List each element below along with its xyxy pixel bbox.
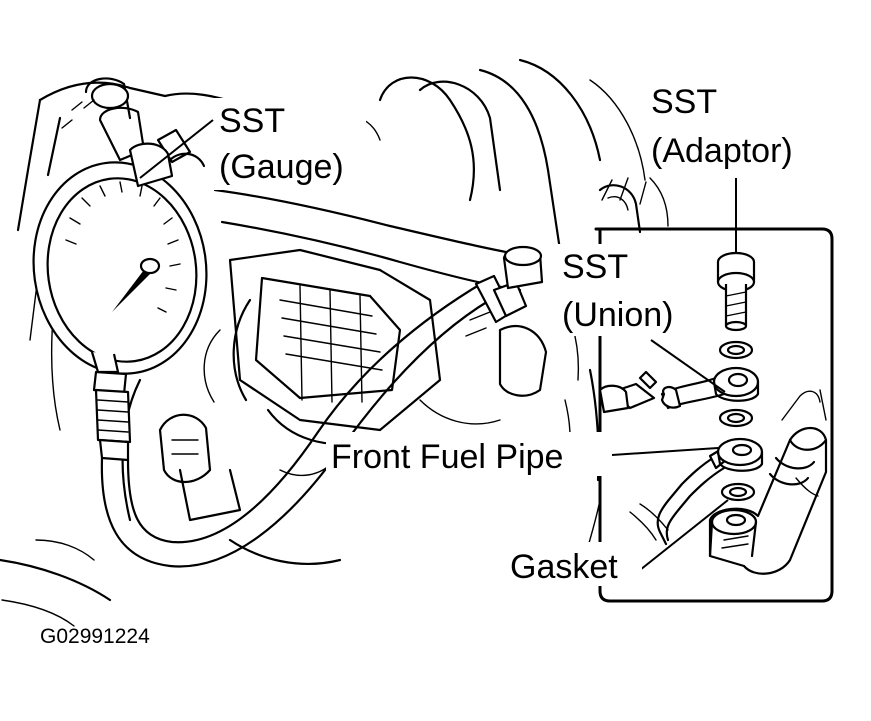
- label-sst-adaptor: SST (Adaptor): [646, 80, 826, 174]
- gasket-middle-part: [718, 408, 754, 428]
- front-fuel-pipe-part: [629, 437, 764, 546]
- label-sst-gauge-line2: (Gauge): [219, 148, 344, 186]
- exploded-view-detail-panel: [594, 227, 834, 603]
- sst-union-part: [598, 366, 760, 414]
- label-front-fuel-pipe: Front Fuel Pipe: [326, 432, 612, 476]
- label-sst-union-line2: (Union): [562, 296, 673, 334]
- sst-adaptor-bolt-part: [716, 251, 756, 332]
- label-sst-union: SST (Union): [556, 244, 696, 336]
- gasket-lower-part: [720, 482, 756, 502]
- fuel-delivery-pipe-part: [708, 389, 828, 575]
- label-sst-gauge: SST (Gauge): [214, 98, 366, 190]
- pressure-gauge-illustration: [32, 142, 544, 568]
- leader-lines: [139, 119, 737, 571]
- label-sst-union-line1: SST: [562, 248, 628, 286]
- label-gasket-text: Gasket: [510, 548, 618, 586]
- label-front-fuel-pipe-text: Front Fuel Pipe: [331, 438, 563, 476]
- label-gasket: Gasket: [506, 542, 642, 586]
- label-sst-gauge-line1: SST: [219, 102, 285, 140]
- gasket-upper-part: [718, 340, 754, 360]
- label-sst-adaptor-line1: SST: [651, 83, 717, 121]
- label-sst-adaptor-line2: (Adaptor): [651, 132, 793, 170]
- figure-code: G02991224: [40, 625, 150, 648]
